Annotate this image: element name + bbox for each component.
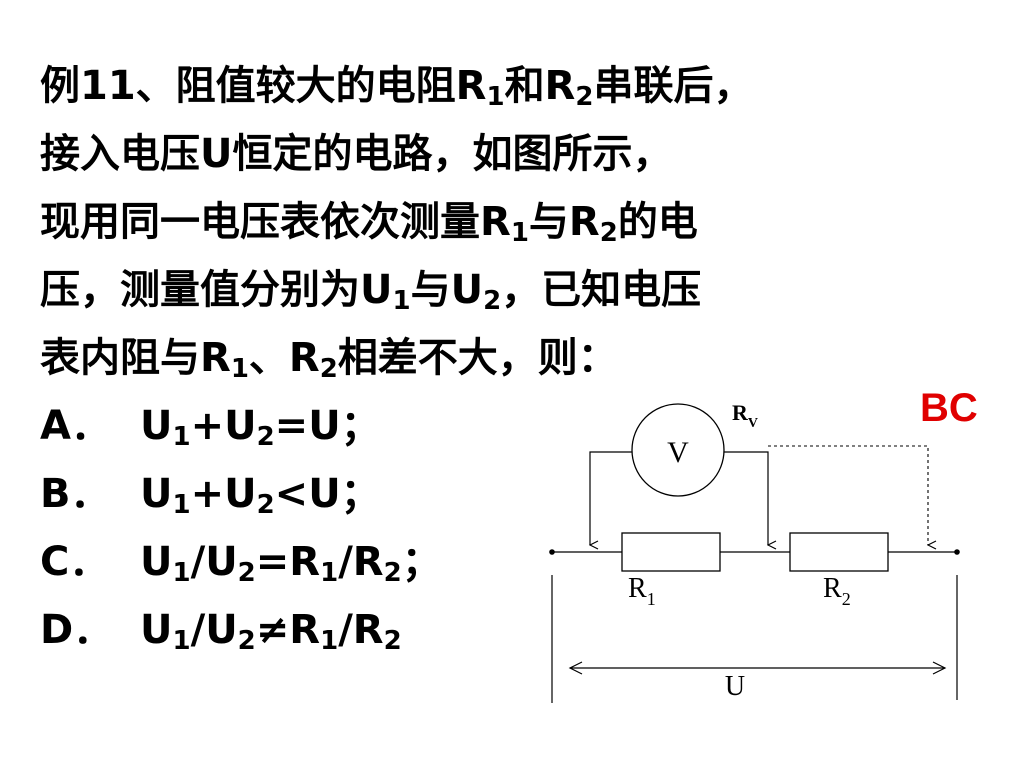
option-text: /R (338, 607, 384, 653)
subscript: 2 (483, 286, 502, 316)
option-text: +U (190, 471, 257, 517)
question-line-1: 例11、阻值较大的电阻R1和R2串联后， (40, 52, 1000, 120)
voltmeter-lead-dashed (768, 445, 928, 545)
option-text: +U (190, 403, 257, 449)
u-label: U (725, 671, 745, 702)
subscript: 1 (320, 626, 339, 656)
subscript: 2 (237, 626, 256, 656)
option-a[interactable]: A． U1+U2=U； (40, 392, 442, 460)
question-text-segment: 例11、阻值较大的电阻R (40, 63, 487, 109)
subscript: 2 (319, 354, 338, 384)
question-text-segment: 的电 (617, 199, 698, 245)
r1-label: R1 (628, 573, 656, 609)
option-d[interactable]: D．U1/U2≠R1/R2 (40, 596, 442, 664)
subscript: 2 (599, 218, 618, 248)
option-b[interactable]: B． U1+U2<U； (40, 460, 442, 528)
question-text-segment: 串联后， (593, 63, 754, 109)
voltage-arrow (568, 661, 947, 675)
option-text: =R (255, 539, 321, 585)
voltmeter-lead-right (724, 451, 768, 545)
terminal-right (954, 549, 960, 555)
voltmeter-symbol: V (667, 436, 689, 469)
question-line-3: 现用同一电压表依次测量R1与R2的电 (40, 188, 1000, 256)
subscript: 1 (172, 626, 191, 656)
voltmeter-lead-left (590, 451, 632, 545)
resistor-r2 (789, 532, 889, 572)
subscript: 1 (172, 558, 191, 588)
question-text-segment: ，已知电压 (501, 267, 702, 313)
option-text: /R (338, 539, 384, 585)
voltmeter-icon (631, 403, 725, 497)
option-letter: C． (40, 539, 110, 585)
answer-options: A．U1+U2=U； B．U1+U2<U； C．U1/U2=R1/R2； D．U… (40, 392, 442, 664)
option-text: /U (190, 539, 238, 585)
terminal-left (549, 549, 555, 555)
r2-label: R2 (823, 573, 851, 609)
subscript: 1 (392, 286, 411, 316)
rv-label: RV (732, 400, 758, 431)
option-letter: B． (40, 471, 111, 517)
subscript: 2 (383, 558, 402, 588)
subscript: 2 (383, 626, 402, 656)
question-text-segment: 接入电压U恒定的电路，如图所示， (40, 131, 673, 177)
subscript: 1 (172, 490, 191, 520)
option-letter: A． (40, 403, 111, 449)
option-text: ≠R (255, 607, 321, 653)
subscript: 1 (486, 82, 505, 112)
answer-label: BC (920, 386, 978, 430)
option-c[interactable]: C．U1/U2=R1/R2； (40, 528, 442, 596)
question-text-segment: 、R (248, 335, 320, 381)
question-line-5: 表内阻与R1、R2相差不大，则： (40, 324, 1000, 392)
subscript: 2 (575, 82, 594, 112)
subscript: 1 (510, 218, 529, 248)
subscript: 1 (172, 422, 191, 452)
question-text-segment: 表内阻与R (40, 335, 231, 381)
resistor-r1 (621, 532, 721, 572)
option-text: U (140, 539, 173, 585)
option-text: ； (401, 539, 442, 585)
question-text-segment: 现用同一电压表依次测量R (40, 199, 511, 245)
option-letter: D． (40, 607, 114, 653)
question-text-segment: 和R (504, 63, 576, 109)
option-text: <U； (274, 471, 381, 517)
option-text: =U； (274, 403, 381, 449)
question-text-segment: 相差不大，则： (337, 335, 618, 381)
circuit-diagram: V RV R1 R2 U (549, 400, 960, 703)
subscript: 2 (256, 490, 275, 520)
subscript: 1 (320, 558, 339, 588)
subscript: 2 (237, 558, 256, 588)
question-line-2: 接入电压U恒定的电路，如图所示， (40, 120, 1000, 188)
question-text: 例11、阻值较大的电阻R1和R2串联后， 接入电压U恒定的电路，如图所示， 现用… (40, 52, 1000, 392)
option-text: U (140, 403, 173, 449)
option-text: /U (190, 607, 238, 653)
question-text-segment: 与R (528, 199, 600, 245)
subscript: 2 (256, 422, 275, 452)
question-line-4: 压，测量值分别为U1与U2，已知电压 (40, 256, 1000, 324)
question-text-segment: 与U (410, 267, 484, 313)
option-text: U (140, 607, 173, 653)
question-text-segment: 压，测量值分别为U (40, 267, 393, 313)
option-text: U (140, 471, 173, 517)
subscript: 1 (230, 354, 249, 384)
